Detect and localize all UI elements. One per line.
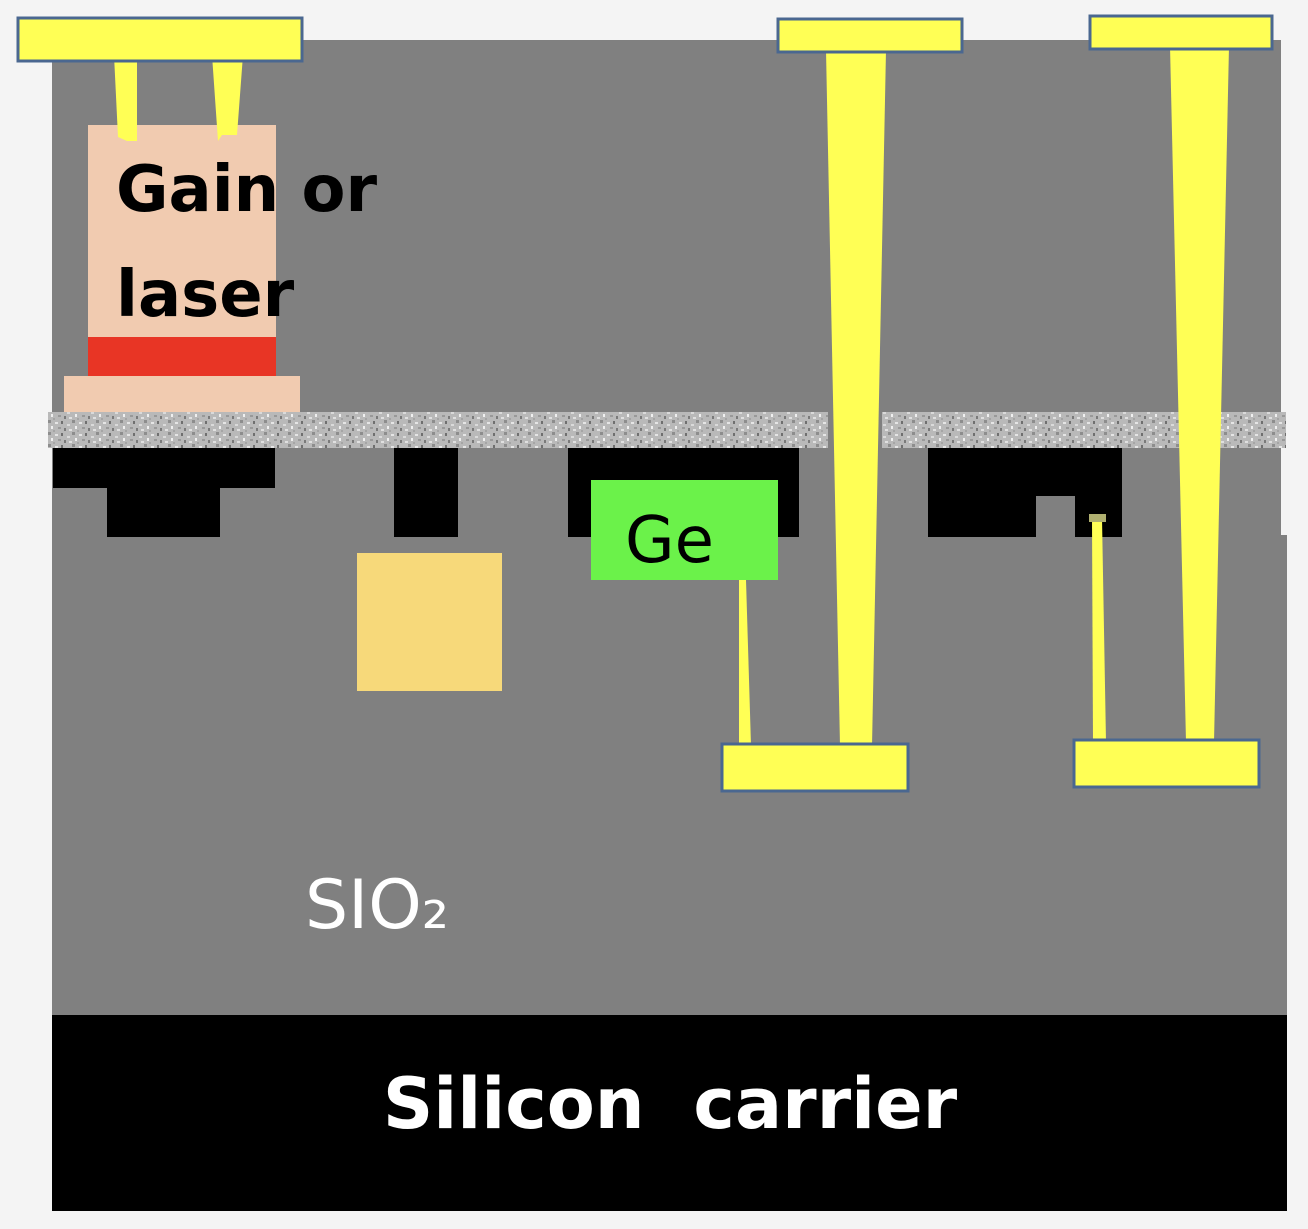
via-gain-left <box>114 55 137 141</box>
bonding-layer-right <box>882 412 1286 448</box>
germanium-block <box>591 480 778 580</box>
gain-label-line1: Gain or <box>116 153 377 227</box>
silicon-carrier <box>52 1015 1287 1211</box>
gain-label-line2: laser <box>116 258 295 332</box>
silicon-rib-waveguide-left <box>53 448 275 537</box>
via-gain-right <box>212 55 243 141</box>
bonding-layer-left <box>48 412 828 448</box>
pad-bottom-right <box>1072 738 1261 789</box>
via-modulator-cap <box>1089 514 1106 522</box>
gain-mesa-top <box>88 125 276 337</box>
via-modulator-contact <box>1092 518 1106 742</box>
pad-gain-top <box>16 16 304 63</box>
germanium-label: Ge <box>625 504 714 578</box>
silicon-strip-waveguide <box>394 448 458 537</box>
silicon-nitride-waveguide <box>357 553 502 691</box>
pad-top-right <box>1088 14 1274 51</box>
via-tall-right <box>1170 46 1229 742</box>
gain-mesa-base <box>64 376 300 412</box>
pad-top-middle <box>776 17 964 54</box>
oxide-label: SIO₂ <box>305 866 449 945</box>
via-tall-left <box>826 50 886 746</box>
via-ge-contact <box>739 580 751 746</box>
silicon-carrier-label: Silicon carrier <box>383 1063 958 1145</box>
silicon-modulator-waveguide <box>928 448 1122 537</box>
pad-bottom-middle <box>720 742 910 793</box>
gain-active-layer <box>88 337 276 376</box>
